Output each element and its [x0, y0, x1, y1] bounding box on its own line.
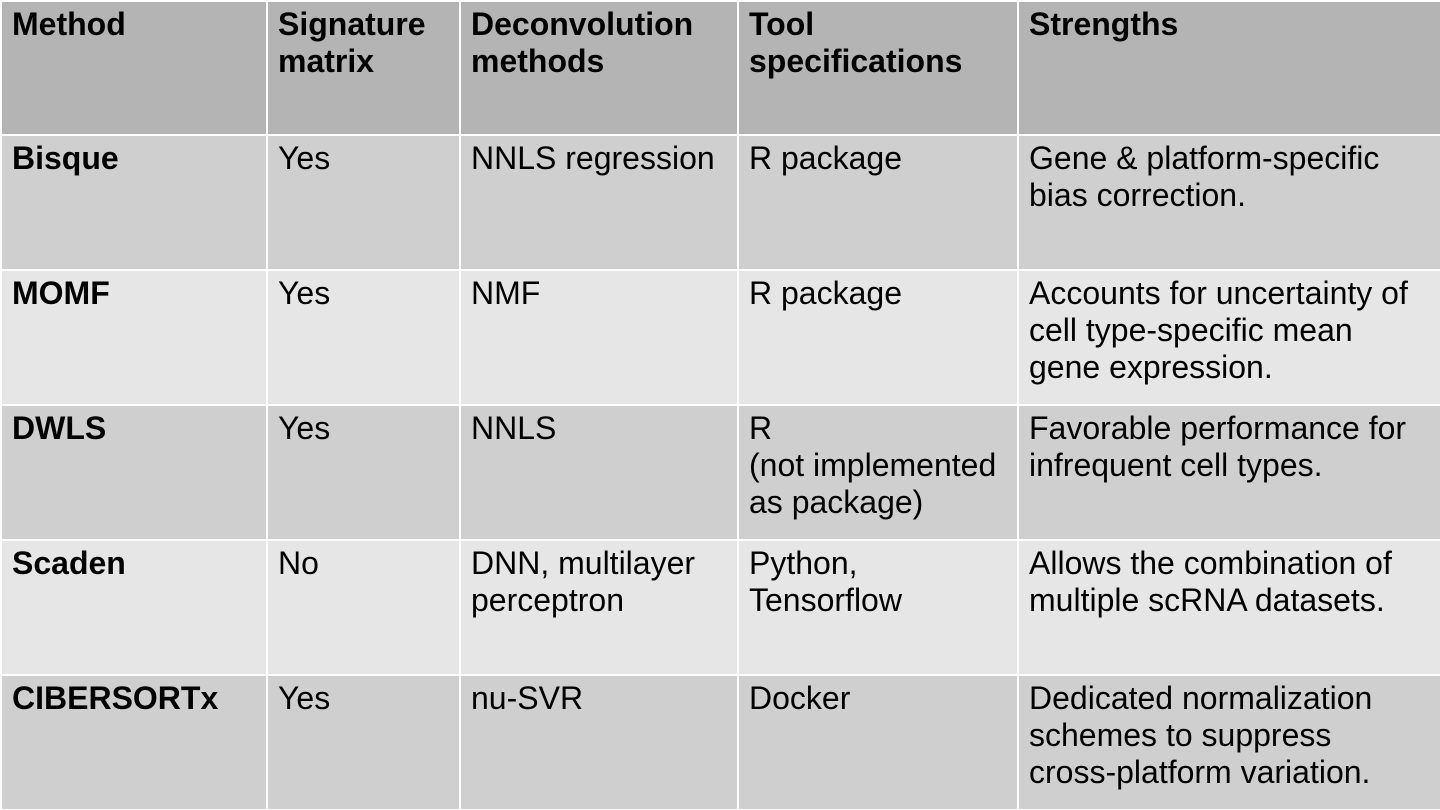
strengths-cell: Accounts for uncertainty of cell type-sp… — [1017, 269, 1440, 406]
header-deconvolution-methods: Deconvolution methods — [459, 0, 739, 136]
deconvolution-methods-cell: nu-SVR — [459, 674, 739, 810]
deconvolution-methods-cell: NNLS — [459, 404, 739, 541]
header-strengths: Strengths — [1017, 0, 1440, 136]
deconvolution-methods-cell: DNN, multilayer perceptron — [459, 539, 739, 676]
deconvolution-methods-cell: NNLS regression — [459, 134, 739, 271]
header-method: Method — [0, 0, 268, 136]
signature-matrix-cell: Yes — [266, 404, 461, 541]
table-row: MOMF Yes NMF R package Accounts for unce… — [0, 269, 1440, 406]
method-cell: MOMF — [0, 269, 268, 406]
signature-matrix-cell: Yes — [266, 269, 461, 406]
tool-specifications-cell: Python, Tensorflow — [737, 539, 1019, 676]
table-row: Scaden No DNN, multilayer perceptron Pyt… — [0, 539, 1440, 676]
method-cell: CIBERSORTx — [0, 674, 268, 810]
table-row: CIBERSORTx Yes nu-SVR Docker Dedicated n… — [0, 674, 1440, 810]
tool-specifications-cell: Docker — [737, 674, 1019, 810]
method-cell: Scaden — [0, 539, 268, 676]
strengths-cell: Favorable performance for infrequent cel… — [1017, 404, 1440, 541]
table-header-row: Method Signature matrix Deconvolution me… — [0, 0, 1440, 136]
header-signature-matrix: Signature matrix — [266, 0, 461, 136]
deconvolution-methods-cell: NMF — [459, 269, 739, 406]
method-cell: Bisque — [0, 134, 268, 271]
header-tool-specifications: Tool specifications — [737, 0, 1019, 136]
tool-specifications-cell: R package — [737, 269, 1019, 406]
table-row: Bisque Yes NNLS regression R package Gen… — [0, 134, 1440, 271]
method-cell: DWLS — [0, 404, 268, 541]
tool-specifications-cell: R package — [737, 134, 1019, 271]
strengths-cell: Gene & platform-specific bias correction… — [1017, 134, 1440, 271]
signature-matrix-cell: Yes — [266, 134, 461, 271]
signature-matrix-cell: No — [266, 539, 461, 676]
signature-matrix-cell: Yes — [266, 674, 461, 810]
table-row: DWLS Yes NNLS R (not implemented as pack… — [0, 404, 1440, 541]
strengths-cell: Allows the combination of multiple scRNA… — [1017, 539, 1440, 676]
tool-specifications-cell: R (not implemented as package) — [737, 404, 1019, 541]
strengths-cell: Dedicated normalization schemes to suppr… — [1017, 674, 1440, 810]
